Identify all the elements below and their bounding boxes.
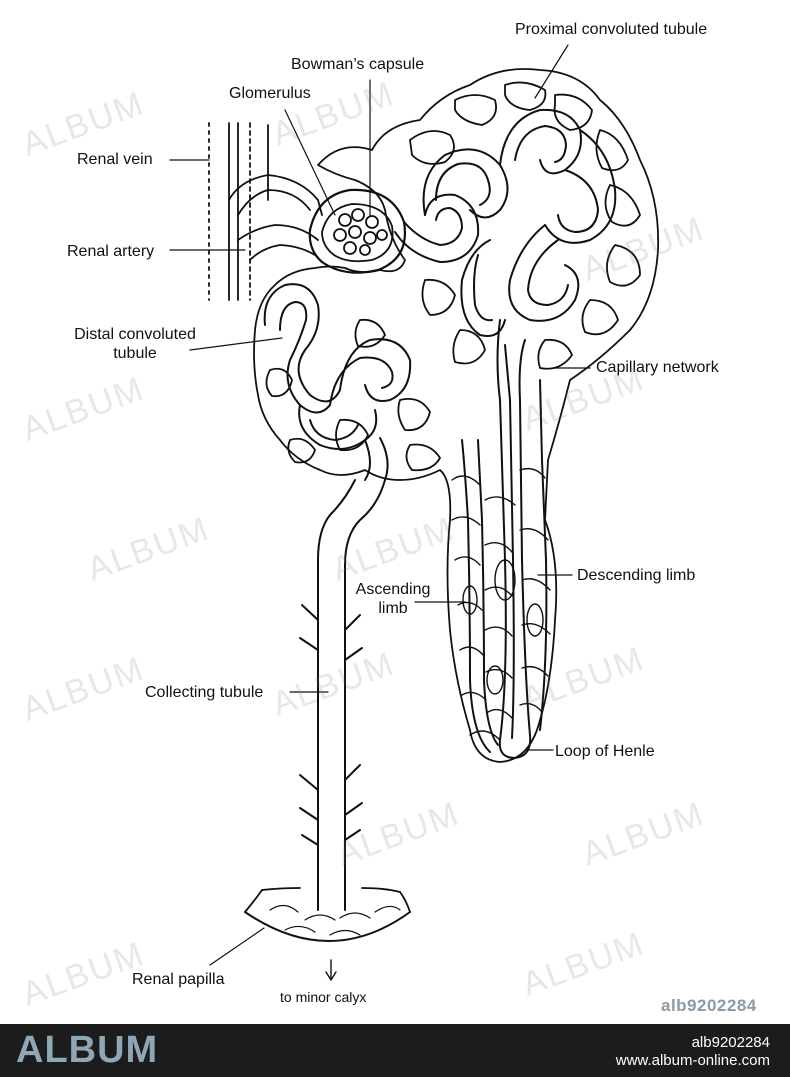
label-bowmans-capsule: Bowman’s capsule [291,56,425,73]
nephron-diagram: Proximal convoluted tubule Bowman’s caps… [17,21,757,1015]
album-logo[interactable]: ALBUM [16,1029,159,1071]
label-ascending-line2: limb [378,600,408,617]
label-distal-tubule: Distal convoluted tubule [60,325,210,363]
label-distal-line2: tubule [113,345,157,362]
label-renal-artery: Renal artery [67,243,155,260]
collecting-tubule [299,479,386,911]
renal-papilla [244,887,411,981]
image-id: alb9202284 [661,996,757,1015]
label-glomerulus: Glomerulus [229,85,311,102]
label-ascending-line1: Ascending [355,581,431,598]
footer-bar: ALBUM alb9202284 www.album-online.com [0,1024,790,1077]
nephron-illustration [169,44,660,981]
footer-url[interactable]: www.album-online.com [615,1052,770,1069]
vasa-recta-mesh [451,467,551,741]
renal-vessels [208,122,323,301]
leader-lines [169,44,591,966]
distal-tubule [263,283,412,481]
label-renal-papilla: Renal papilla [132,971,225,988]
label-loop-of-henle: Loop of Henle [555,743,655,760]
label-proximal-tubule: Proximal convoluted tubule [515,21,708,38]
label-collecting-tubule: Collecting tubule [145,684,264,701]
footer-image-id: alb9202284 [691,1034,770,1051]
capillary-mass [253,68,660,763]
label-distal-line1: Distal convoluted [74,326,196,343]
proximal-tubule [394,108,617,337]
label-capillary-network: Capillary network [596,359,719,376]
label-minor-calyx: to minor calyx [280,989,367,1005]
label-ascending-limb: Ascending limb [343,580,443,618]
glomerulus-group [308,188,406,274]
label-descending-limb: Descending limb [577,567,696,584]
label-renal-vein: Renal vein [77,151,153,168]
